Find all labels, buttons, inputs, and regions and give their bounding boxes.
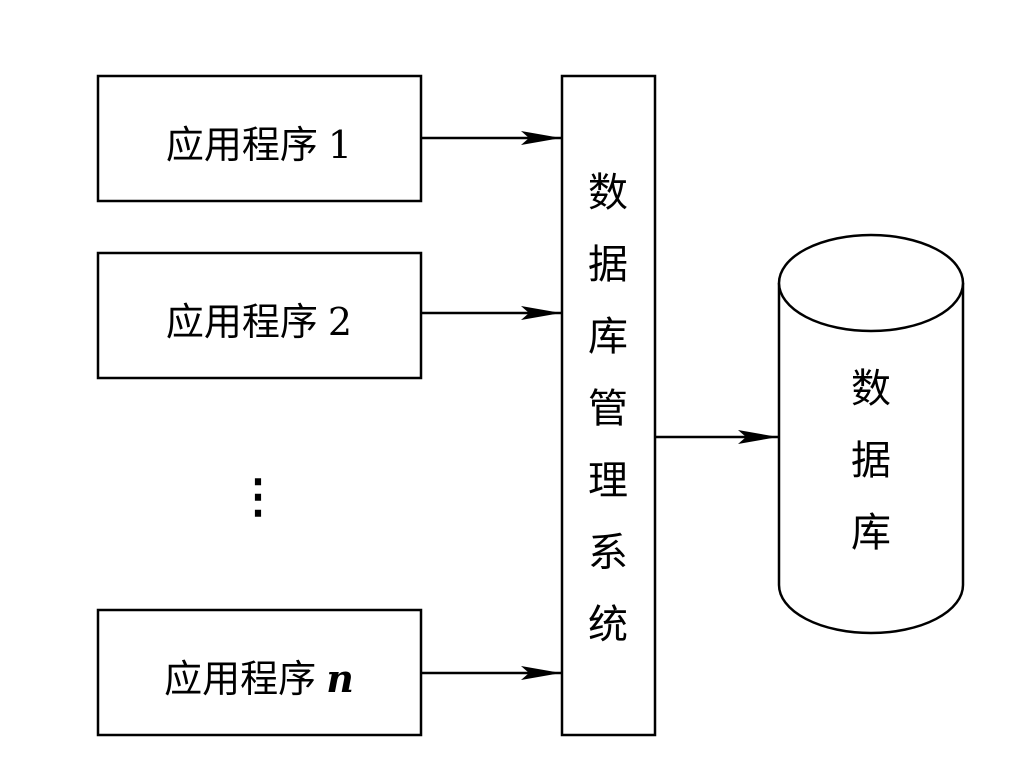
dbms-char-7: 统 [588,602,628,648]
dbms-char-5: 理 [588,458,628,504]
application-label-2-prefix: 应用程序 [166,300,318,344]
ellipsis: ⋮ [235,469,281,523]
dbms-box-frame [560,74,657,737]
dbms-box: 数 据 库 管 理 系 统 [560,74,657,737]
database-cylinder: 数 据 库 [777,233,965,635]
application-label-n-prefix: 应用程序 [164,657,316,701]
database-cylinder-top [777,233,965,333]
application-label-n-index: n [326,656,354,701]
application-label-2-index: 2 [328,300,352,344]
application-box-2-frame [96,251,423,380]
database-char-2: 据 [851,438,891,484]
database-cylinder-body [777,283,965,635]
dbms-char-1: 数 [588,170,628,216]
application-box-n-frame [96,608,423,737]
dbms-char-6: 系 [588,530,628,576]
dbms-char-3: 库 [588,314,628,360]
application-label-1-prefix: 应用程序 [166,123,318,167]
dbms-char-2: 据 [588,242,628,288]
database-char-1: 数 [851,366,891,412]
application-label-1-index: 1 [328,123,352,167]
application-box-1-frame [96,74,423,203]
dbms-char-4: 管 [588,386,628,432]
database-char-3: 库 [851,510,891,556]
